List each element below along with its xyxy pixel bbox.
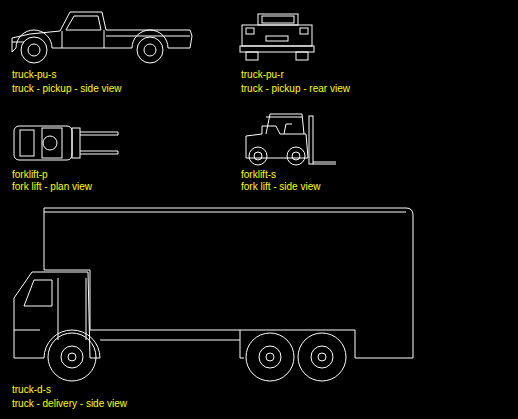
delivery-truck bbox=[14, 208, 413, 381]
block-description: truck - pickup - rear view bbox=[241, 83, 350, 95]
block-name: truck-pu-s bbox=[12, 69, 56, 81]
block-name: forklift-s bbox=[241, 169, 276, 181]
forklift-side bbox=[246, 114, 336, 165]
forklift-plan bbox=[14, 126, 118, 160]
block-name: truck-d-s bbox=[12, 384, 51, 396]
block-description: fork lift - plan view bbox=[12, 181, 92, 193]
block-name: forklift-p bbox=[12, 169, 48, 181]
block-description: truck - delivery - side view bbox=[12, 398, 127, 410]
pickup-rear bbox=[240, 14, 314, 60]
block-description: fork lift - side view bbox=[241, 181, 320, 193]
block-description: truck - pickup - side view bbox=[12, 83, 121, 95]
pickup-side bbox=[12, 12, 192, 63]
block-name: truck-pu-r bbox=[241, 69, 284, 81]
